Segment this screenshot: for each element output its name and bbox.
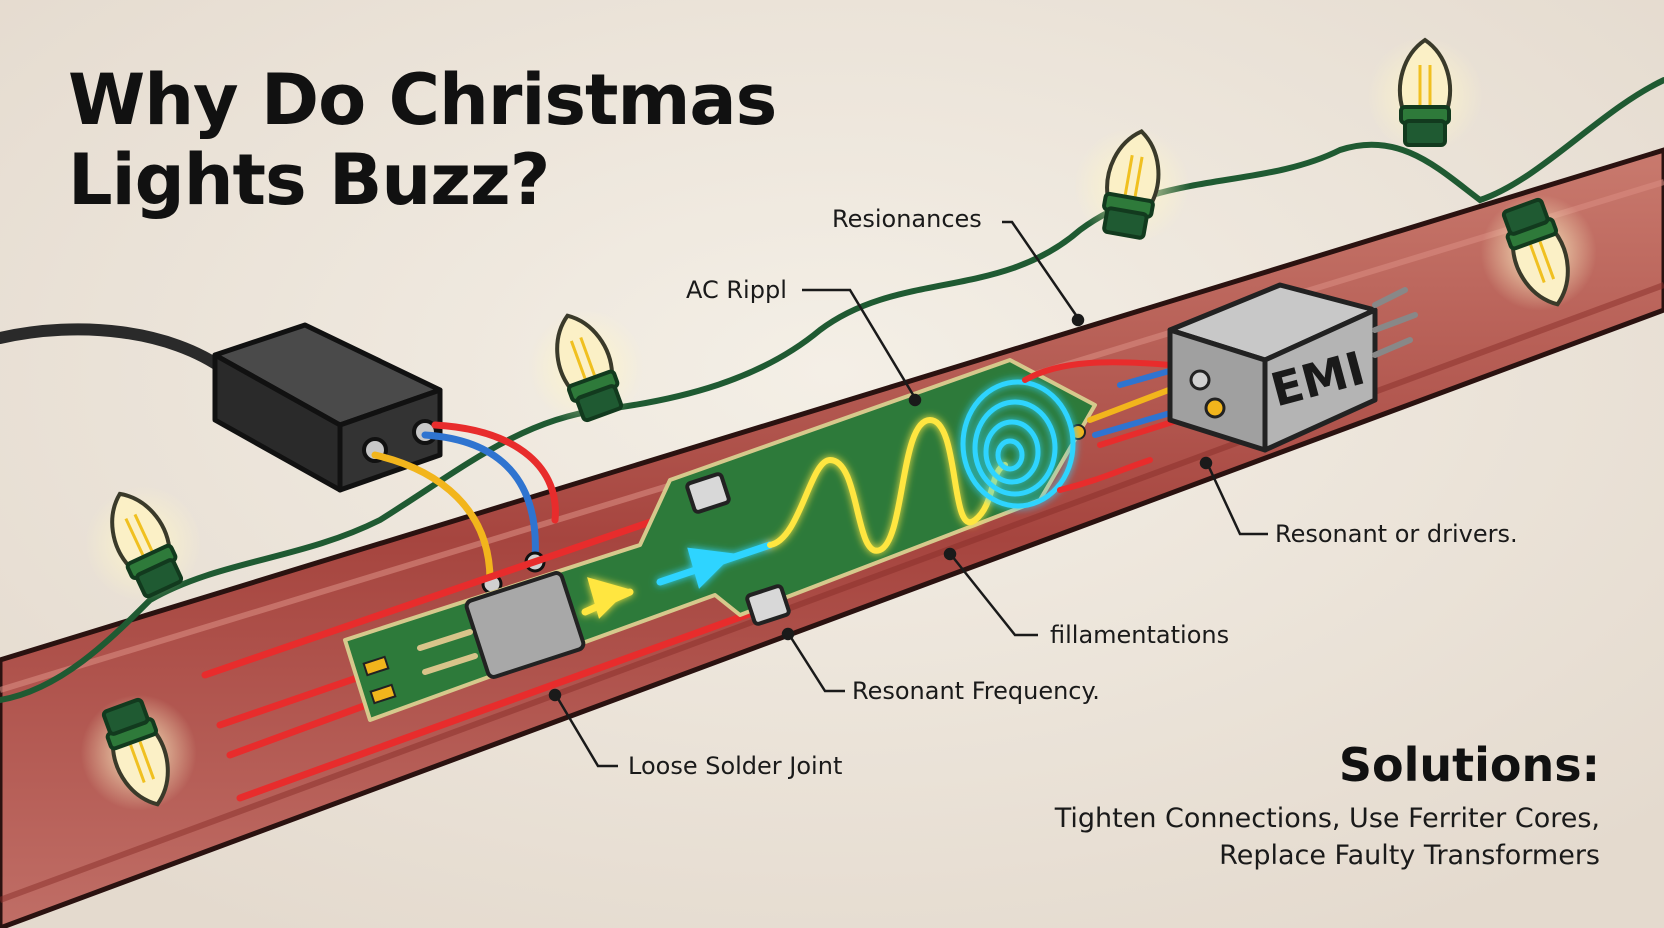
label-loose-solder-joint: Loose Solder Joint (628, 752, 843, 780)
bulb-icon (1365, 35, 1485, 155)
label-ac-rippl: AC Rippl (686, 276, 787, 304)
connector-icon (685, 472, 731, 514)
power-cable (0, 323, 231, 376)
resonance-rings-icon (960, 379, 1076, 509)
page-title: Why Do Christmas Lights Buzz? (68, 59, 777, 221)
adapter-wires (371, 421, 559, 595)
internal-red-wires (201, 501, 764, 802)
solutions-heading: Solutions: (1338, 738, 1600, 792)
solutions-line-2: Replace Faulty Transformers (1219, 840, 1600, 871)
light-cord (0, 77, 1664, 703)
emi-filter-icon: EMI (1167, 282, 1418, 453)
signal-path (581, 416, 1008, 619)
leader-lines (548, 220, 1268, 768)
title-line-1: Why Do Christmas (68, 59, 777, 141)
label-resonant-drivers: Resonant or drivers. (1275, 520, 1518, 548)
power-adapter-icon (212, 322, 443, 493)
capacitor-icon (464, 571, 586, 679)
solutions-line-1: Tighten Connections, Use Ferriter Cores, (1054, 803, 1600, 834)
label-fillamentations: fillamentations (1050, 621, 1230, 649)
label-resionances: Resionances (832, 205, 982, 233)
title-line-2: Lights Buzz? (68, 139, 550, 221)
label-resonant-frequency: Resonant Frequency. (852, 677, 1100, 705)
arrow-icon (587, 577, 629, 619)
solutions-text: Tighten Connections, Use Ferriter Cores,… (960, 800, 1600, 874)
connector-icon (745, 584, 791, 626)
arrow-icon (687, 547, 735, 589)
